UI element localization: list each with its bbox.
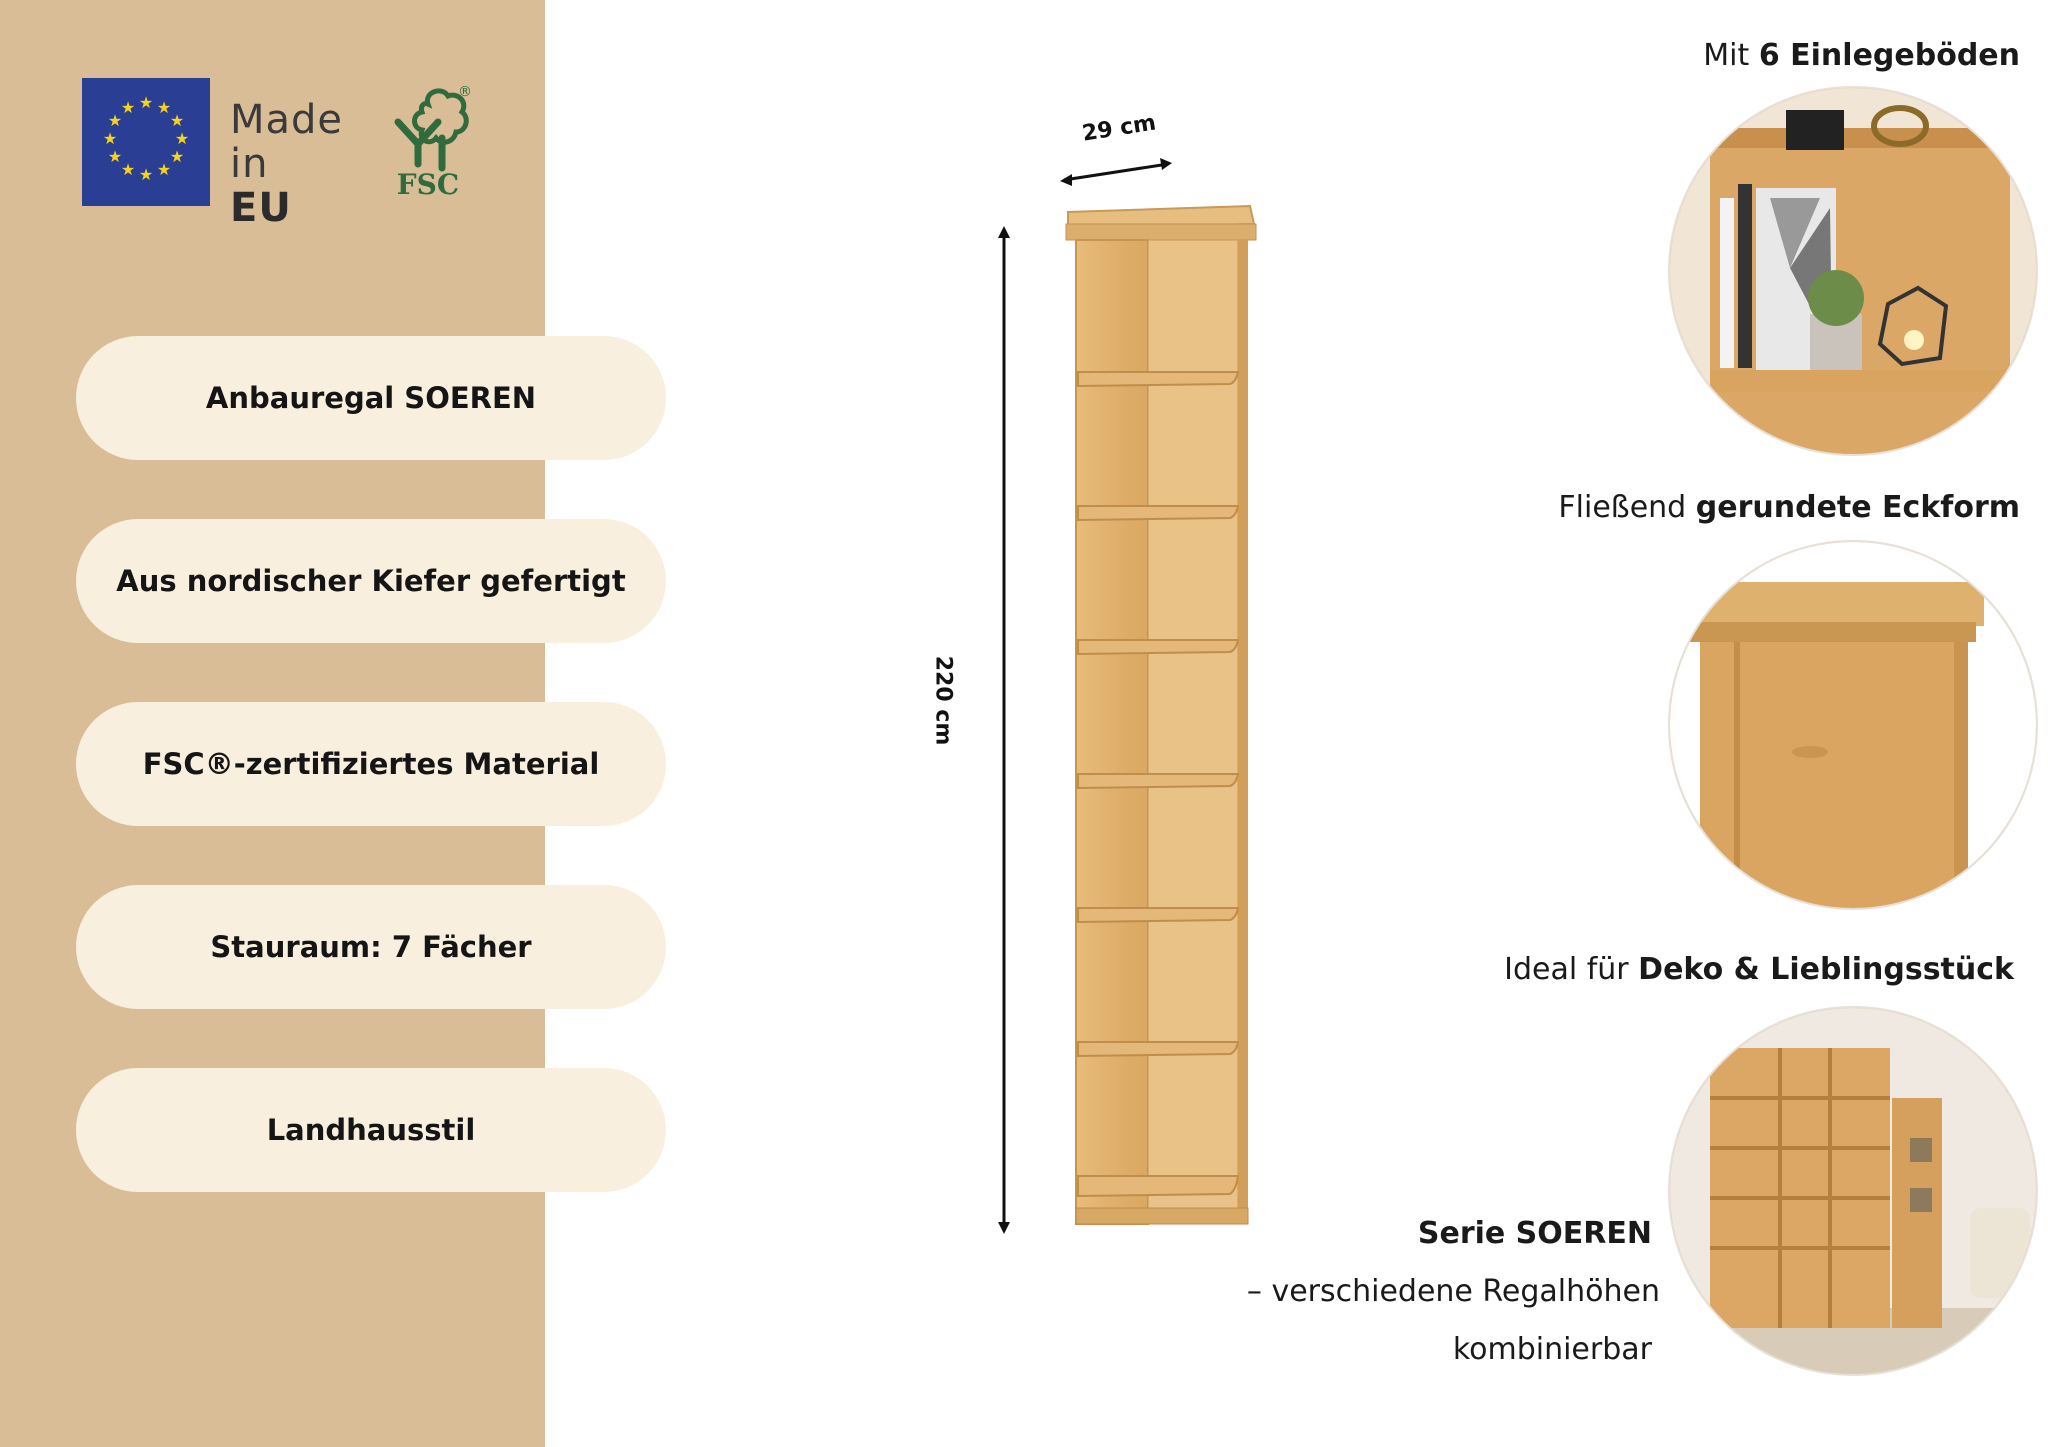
feature-pill-1: Anbauregal SOEREN (76, 336, 666, 460)
feature-pill-label: Landhausstil (266, 1113, 476, 1147)
caption-series-line3: kombinierbar (1452, 1332, 1652, 1367)
svg-text:★: ★ (139, 165, 153, 184)
detail-circle-shelves (1668, 86, 2038, 456)
feature-pill-label: Aus nordischer Kiefer gefertigt (116, 564, 626, 598)
feature-pill-label: Stauraum: 7 Fächer (210, 930, 532, 964)
svg-text:★: ★ (157, 160, 171, 179)
made-in-eu-label: Made in EU (230, 98, 343, 230)
detail-circle-corner (1668, 540, 2038, 910)
svg-text:★: ★ (170, 111, 184, 130)
feature-pill-3: FSC®-zertifiziertes Material (76, 702, 666, 826)
caption-deko-bold: Deko & Lieblingsstück (1638, 952, 2014, 987)
feature-pill-2: Aus nordischer Kiefer gefertigt (76, 519, 666, 643)
fsc-logo: ® FSC (378, 84, 478, 204)
caption-series-line2: – verschiedene Regalhöhen (1246, 1274, 1660, 1309)
feature-pill-4: Stauraum: 7 Fächer (76, 885, 666, 1009)
corner-detail-image (1670, 542, 2036, 908)
caption-shelves-prefix: Mit (1703, 38, 1750, 73)
svg-text:★: ★ (175, 129, 189, 148)
caption-corner-bold: gerundete Eckform (1695, 490, 2020, 525)
fsc-tree-icon (394, 88, 469, 172)
caption-deko: Ideal für Deko & Lieblingsstück (1504, 952, 2014, 987)
svg-text:★: ★ (121, 160, 135, 179)
svg-text:★: ★ (157, 98, 171, 117)
corner-shelf-illustration (998, 158, 1257, 1234)
caption-deko-prefix: Ideal für (1504, 952, 1629, 987)
caption-shelves-bold: 6 Einlegeböden (1758, 38, 2020, 73)
svg-text:★: ★ (103, 129, 117, 148)
made-in-line2-prefix: in (230, 141, 269, 187)
feature-pill-label: FSC®-zertifiziertes Material (142, 747, 600, 781)
eu-flag-icon: ★ ★ ★ ★ ★ ★ ★ ★ ★ ★ ★ ★ (82, 78, 210, 206)
fsc-text: FSC (396, 168, 460, 201)
shelf-detail-image (1670, 88, 2036, 454)
made-in-line2-bold: EU (230, 185, 292, 231)
fsc-registered-mark: ® (458, 84, 472, 100)
caption-corner-prefix: Fließend (1558, 490, 1687, 525)
svg-text:★: ★ (139, 93, 153, 112)
caption-corner: Fließend gerundete Eckform (1558, 490, 2020, 525)
room-scene-image (1670, 1008, 2036, 1374)
caption-series-bold: Serie SOEREN (1417, 1216, 1652, 1251)
caption-shelves: Mit 6 Einlegeböden (1703, 38, 2020, 73)
svg-text:★: ★ (121, 98, 135, 117)
height-dimension-label: 220 cm (930, 655, 956, 746)
detail-circle-room (1668, 1006, 2038, 1376)
feature-pill-5: Landhausstil (76, 1068, 666, 1192)
caption-series-title: Serie SOEREN (1418, 1216, 1652, 1251)
svg-text:★: ★ (108, 111, 122, 130)
feature-pill-label: Anbauregal SOEREN (205, 381, 537, 415)
made-in-line1: Made (230, 97, 344, 143)
svg-text:★: ★ (170, 147, 184, 166)
svg-text:★: ★ (108, 147, 122, 166)
